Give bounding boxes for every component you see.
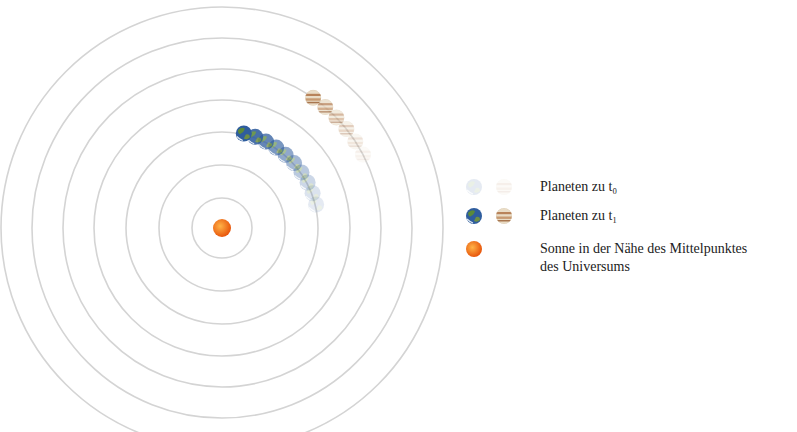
orbit-ring <box>159 165 285 291</box>
orbit-ring <box>94 100 350 356</box>
orbit-ring <box>1 7 443 432</box>
orbit-ring <box>32 38 412 418</box>
orbit-ring <box>126 132 318 324</box>
jupiter-position <box>305 90 321 106</box>
sun <box>213 219 231 237</box>
orbit-ring <box>63 69 381 387</box>
orbit-ring <box>192 198 252 258</box>
legend-text: Sonne in der Nähe des Mittelpunktes des … <box>540 240 760 276</box>
legend-text: Planeten zu t₁ <box>540 207 760 225</box>
legend-text: Planeten zu t₀ <box>540 178 760 196</box>
earth-position <box>236 126 252 142</box>
legend-icons <box>466 179 512 257</box>
